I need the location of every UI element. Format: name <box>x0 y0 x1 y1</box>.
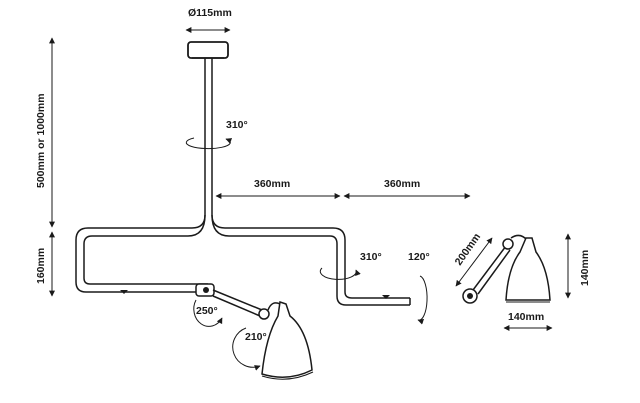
canopy-diameter-dimension: Ø115mm <box>185 7 232 33</box>
shade-height-dimension: 140mm <box>565 233 591 299</box>
stem-rotation-arrow: 310° <box>185 119 248 150</box>
left-joint-rotation-label: 250° <box>196 305 218 317</box>
crossbar-tube <box>75 214 411 306</box>
canopy-diameter-label: Ø115mm <box>188 7 232 19</box>
shade-width-dimension: 140mm <box>503 311 553 331</box>
small-arm-dimension: 200mm <box>453 231 493 287</box>
right-tilt-label: 120° <box>408 251 430 263</box>
ceiling-canopy <box>187 41 229 59</box>
shade-height-label: 140mm <box>579 250 591 286</box>
right-arm-length-label: 360mm <box>384 178 420 190</box>
small-arm-label: 200mm <box>453 231 484 268</box>
vertical-stem <box>204 58 213 215</box>
drop-length-dimension: 500mm or 1000mm <box>35 37 55 228</box>
right-lamp <box>462 234 551 304</box>
right-arm-length-dimension: 360mm <box>343 178 471 199</box>
left-shade-rotation-label: 210° <box>245 331 267 343</box>
left-arm-length-label: 360mm <box>254 178 290 190</box>
left-shade-rotation-arrow: 210° <box>232 327 267 371</box>
stem-rotation-label: 310° <box>226 119 248 131</box>
left-lamp <box>195 283 314 380</box>
drop-length-label: 500mm or 1000mm <box>35 93 47 188</box>
left-arm-length-dimension: 360mm <box>215 178 341 199</box>
right-tilt-arrow: 120° <box>408 251 430 325</box>
shade-width-label: 140mm <box>508 311 544 323</box>
arm-drop-dimension: 160mm <box>35 231 55 297</box>
arm-drop-label: 160mm <box>35 248 47 284</box>
left-joint-rotation-arrow: 250° <box>193 299 223 327</box>
right-joint-rotation-label: 310° <box>360 251 382 263</box>
right-joint-rotation-arrow: 310° <box>319 251 382 280</box>
